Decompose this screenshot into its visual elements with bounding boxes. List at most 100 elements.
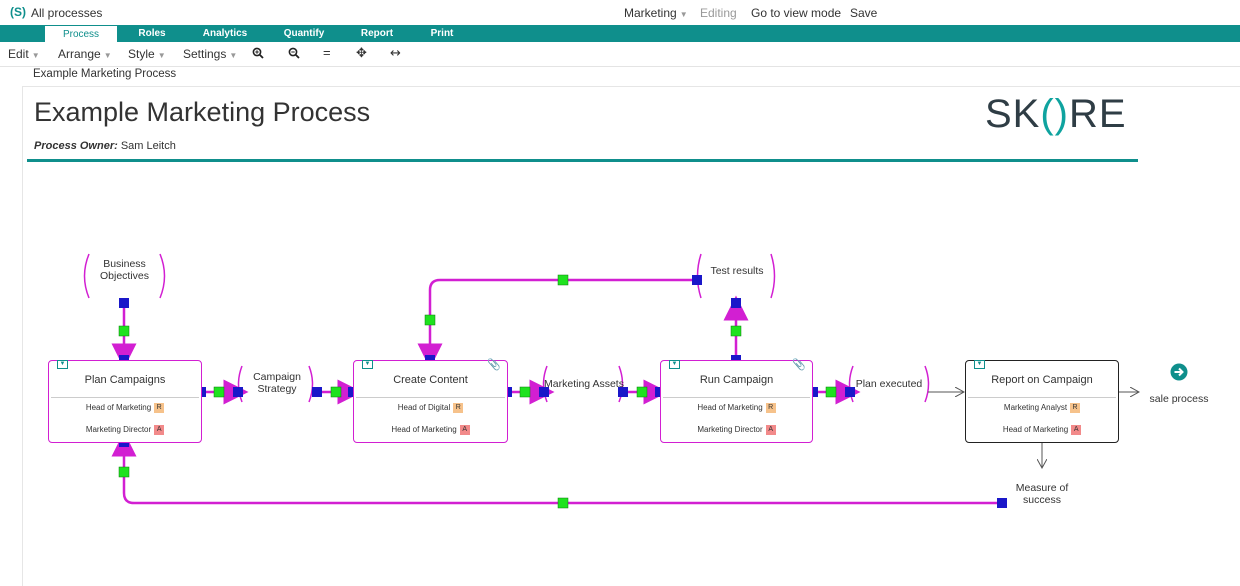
output-plan-executed[interactable]: Plan executed	[855, 378, 923, 390]
process-title: Report on Campaign	[991, 374, 1093, 386]
editing-mode-label: Editing	[700, 6, 737, 20]
marketing-menu-label: Marketing	[624, 6, 677, 20]
expand-icon[interactable]: ▼	[362, 360, 373, 369]
output-label: Strategy	[257, 383, 297, 395]
divider	[968, 397, 1116, 398]
edit-menu[interactable]: Edit▼	[8, 47, 40, 61]
app-logo[interactable]: (S)	[10, 5, 26, 19]
marketing-menu[interactable]: Marketing▼	[624, 6, 688, 20]
output-label: success	[1023, 494, 1061, 506]
style-menu[interactable]: Style▼	[128, 47, 166, 61]
input-business-objectives[interactable]: Business Objectives	[89, 258, 160, 282]
raci-badge: A	[459, 425, 470, 435]
page-title: Example Marketing Process	[34, 97, 371, 127]
save-button[interactable]: Save	[850, 6, 878, 20]
chevron-down-icon: ▼	[157, 51, 166, 60]
role-name: Head of Marketing	[697, 403, 763, 413]
brand-logo-text: RE	[1069, 92, 1127, 136]
output-marketing-assets[interactable]: Marketing Assets	[544, 378, 624, 390]
tab-quantify[interactable]: Quantify	[283, 28, 325, 39]
output-measure-of-success[interactable]: Measure of success	[1006, 482, 1078, 506]
arrow-circle-right-icon	[1170, 363, 1188, 381]
settings-menu-label: Settings	[183, 47, 227, 61]
paperclip-icon[interactable]: 📎	[487, 359, 501, 371]
all-processes-link[interactable]: All processes	[31, 6, 103, 20]
fit-width-icon[interactable]: ↔	[390, 46, 401, 61]
next-process-link[interactable]: sale process	[1145, 363, 1213, 405]
raci-badge: A	[765, 425, 776, 435]
chevron-down-icon: ▼	[229, 51, 238, 60]
raci-badge: R	[453, 403, 464, 413]
style-menu-label: Style	[128, 47, 155, 61]
divider	[356, 397, 505, 398]
process-title: Create Content	[393, 374, 468, 386]
divider	[663, 397, 810, 398]
output-label: Campaign	[253, 371, 301, 383]
expand-icon[interactable]: ▼	[669, 360, 680, 369]
role-name: Head of Marketing	[391, 425, 457, 435]
input-label: Business	[103, 258, 146, 270]
owner-label: Process Owner:	[34, 140, 118, 152]
bracket-business-objectives	[83, 253, 166, 299]
chevron-down-icon: ▼	[679, 10, 688, 19]
output-test-results[interactable]: Test results	[710, 265, 764, 277]
header-rule	[27, 159, 1138, 162]
raci-badge: A	[154, 425, 165, 435]
toolbar: Edit▼ Arrange▼ Style▼ Settings▼ = ✥ ↔	[0, 42, 1240, 67]
process-title: Plan Campaigns	[84, 374, 166, 386]
divider	[22, 87, 23, 586]
breadcrumb: Example Marketing Process	[33, 68, 177, 80]
view-mode-button[interactable]: Go to view mode	[751, 6, 842, 20]
raci-badge: R	[765, 403, 776, 413]
role-name: Head of Digital	[397, 403, 451, 413]
process-owner: Process Owner: Sam Leitch	[34, 140, 176, 152]
tab-print[interactable]: Print	[430, 28, 454, 39]
divider	[22, 86, 1240, 87]
arrange-menu[interactable]: Arrange▼	[58, 47, 112, 61]
tab-analytics[interactable]: Analytics	[202, 28, 248, 39]
edit-menu-label: Edit	[8, 47, 29, 61]
arrange-menu-label: Arrange	[58, 47, 101, 61]
tab-roles[interactable]: Roles	[138, 28, 166, 39]
fit-page-icon[interactable]: =	[323, 45, 331, 60]
input-label: Objectives	[99, 270, 150, 282]
settings-menu[interactable]: Settings▼	[183, 47, 237, 61]
zoom-out-icon[interactable]	[288, 47, 300, 62]
divider	[51, 397, 199, 398]
expand-icon[interactable]: ▼	[974, 360, 985, 369]
brand-logo: SK()RE	[985, 92, 1127, 137]
raci-badge: R	[154, 403, 165, 413]
move-icon[interactable]: ✥	[356, 46, 367, 61]
zoom-in-icon[interactable]	[252, 47, 264, 62]
output-label: Measure of	[1015, 482, 1069, 494]
tab-report[interactable]: Report	[360, 28, 394, 39]
top-bar: (S) All processes Marketing▼ Editing Go …	[0, 0, 1240, 25]
role-name: Head of Marketing	[85, 403, 152, 413]
role-name: Marketing Director	[85, 425, 152, 435]
paperclip-icon[interactable]: 📎	[792, 359, 806, 371]
output-campaign-strategy[interactable]: Campaign Strategy	[242, 371, 312, 395]
chevron-down-icon: ▼	[31, 51, 40, 60]
brand-logo-text: SK	[985, 92, 1041, 136]
role-name: Marketing Director	[697, 425, 763, 435]
raci-badge: R	[1070, 403, 1081, 413]
role-name: Head of Marketing	[1002, 425, 1069, 435]
raci-badge: A	[1071, 425, 1082, 435]
next-process-label: sale process	[1149, 393, 1209, 405]
tab-process[interactable]: Process	[45, 26, 117, 42]
brand-logo-mark: ()	[1040, 92, 1069, 136]
owner-name: Sam Leitch	[120, 140, 176, 152]
plain-connectors[interactable]	[928, 392, 1139, 468]
expand-icon[interactable]: ▼	[57, 360, 68, 369]
